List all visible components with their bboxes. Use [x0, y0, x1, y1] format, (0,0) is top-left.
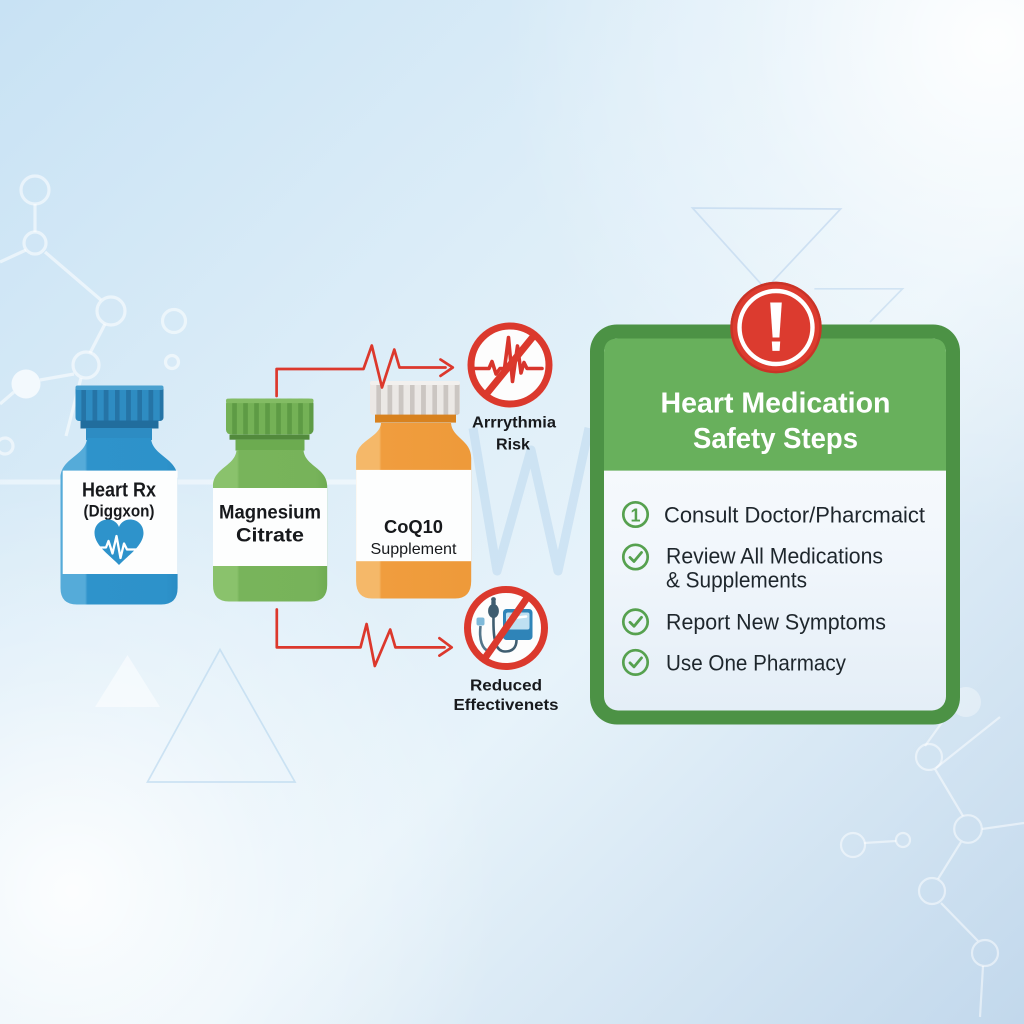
svg-text:Report New Symptoms: Report New Symptoms	[666, 610, 886, 635]
svg-text:Heart Medication: Heart Medication	[661, 387, 891, 419]
svg-text:Arrrythmia: Arrrythmia	[472, 414, 556, 431]
svg-text:Safety Steps: Safety Steps	[693, 423, 858, 455]
svg-text:Review All Medications: Review All Medications	[666, 543, 883, 568]
svg-text:Citrate: Citrate	[236, 525, 304, 547]
svg-text:CoQ10: CoQ10	[384, 516, 443, 537]
svg-text:Reduced: Reduced	[470, 677, 542, 694]
svg-text:Supplement: Supplement	[371, 541, 458, 558]
svg-text:& Supplements: & Supplements	[666, 567, 807, 592]
svg-text:Heart Rx: Heart Rx	[82, 479, 156, 501]
svg-text:1: 1	[630, 506, 640, 526]
svg-text:Risk: Risk	[496, 436, 530, 453]
svg-text:Use One Pharmacy: Use One Pharmacy	[666, 650, 846, 675]
svg-text:Effectivenets: Effectivenets	[454, 697, 559, 714]
svg-text:Magnesium: Magnesium	[219, 502, 321, 524]
svg-text:(Diggxon): (Diggxon)	[84, 502, 155, 521]
svg-text:Consult Doctor/Pharcmaict: Consult Doctor/Pharcmaict	[664, 502, 925, 527]
